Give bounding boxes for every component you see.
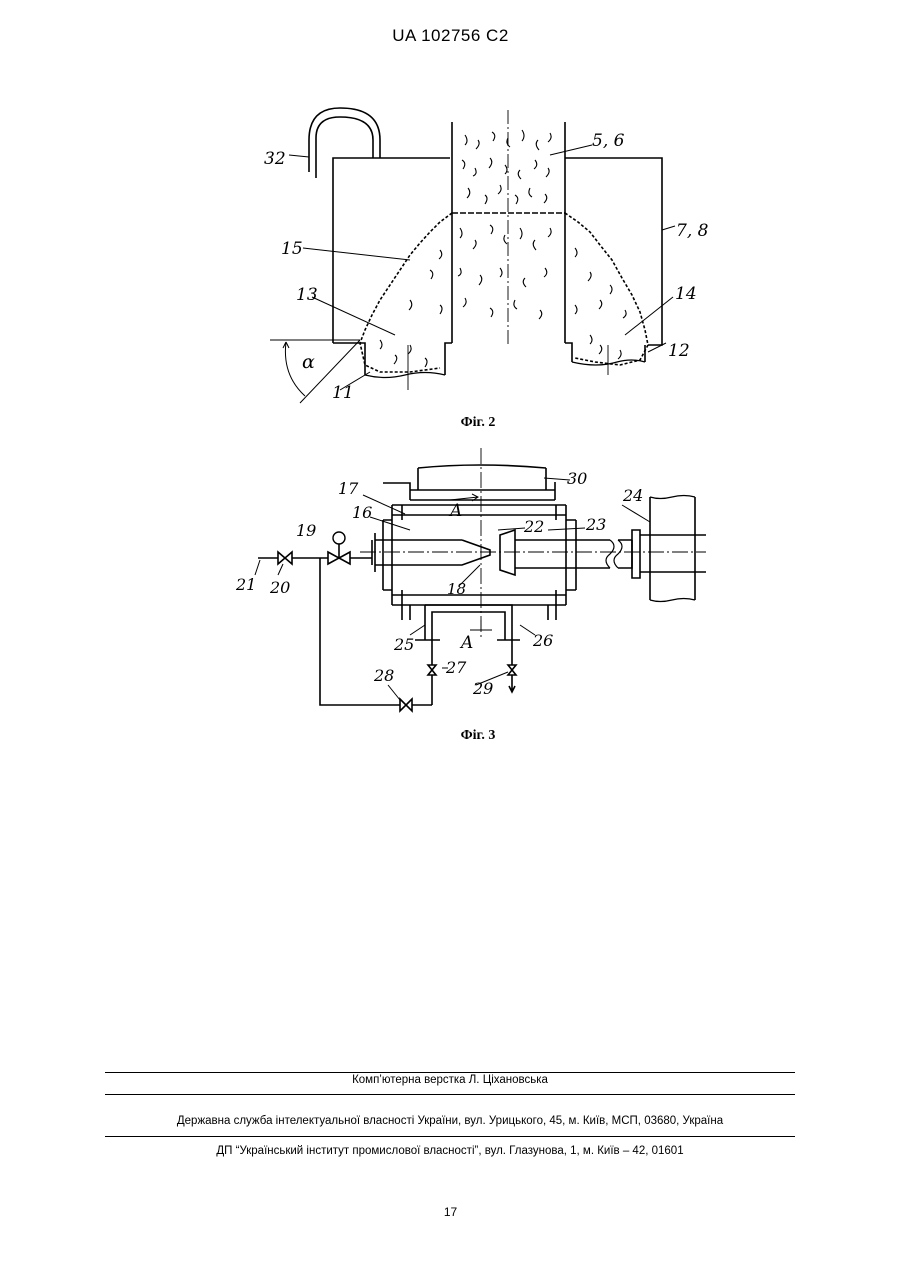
inner-tube-16 [372,533,490,572]
label-21: 21 [235,575,256,594]
figure-3-caption: Фіг. 3 [418,728,538,744]
label-11: 11 [332,383,354,403]
label-13: 13 [296,285,318,305]
label-alpha: α [302,351,315,373]
valve-20 [278,552,292,564]
label-18: 18 [447,580,466,598]
footer-rule-1 [105,1072,795,1073]
label-26: 26 [532,631,553,650]
tube-23 [515,540,610,568]
footer-office: Державна служба інтелектуальної власност… [105,1115,795,1127]
label-5-6: 5, 6 [592,131,625,151]
label-27: 27 [445,658,467,677]
nozzle-22 [500,530,515,575]
label-17: 17 [338,479,359,498]
top-chamber-30 [383,465,555,500]
footer-rule-3 [105,1136,795,1137]
label-22: 22 [523,517,544,536]
column-tube [452,122,565,343]
label-19: 19 [296,521,316,540]
label-30: 30 [567,469,587,488]
label-A-top: A [448,501,462,521]
outlet-pipe-11 [333,343,452,375]
label-28: 28 [373,666,394,685]
figure-2-drawing: 32 5, 6 7, 8 15 13 14 12 11 α [255,105,715,415]
vessel-outline [333,158,662,345]
label-20: 20 [269,578,290,597]
figure-3-drawing: 17 30 A 24 16 19 22 23 21 20 18 25 A 26 … [230,448,720,718]
valve-28 [400,699,412,711]
page-number: 17 [0,1205,901,1219]
footer-institute: ДП “Український інститут промислової вла… [105,1145,795,1157]
label-7-8: 7, 8 [676,221,709,241]
label-29: 29 [472,679,493,698]
footer-typesetting: Комп’ютерна верстка Л. Ціхановська [105,1074,795,1086]
label-15: 15 [281,239,303,259]
label-24: 24 [622,486,643,505]
valve-27 [428,665,436,675]
label-16: 16 [352,503,372,522]
label-25: 25 [393,635,414,654]
label-14: 14 [675,284,697,304]
footer-rule-2 [105,1094,795,1095]
patent-number-header: UA 102756 C2 [0,26,901,46]
gas-pipe-32 [309,108,380,172]
label-A-bottom: A [459,633,473,653]
figure-2-caption: Фіг. 2 [418,415,538,431]
label-23: 23 [585,515,606,534]
label-12: 12 [668,341,690,361]
wall-24 [640,497,706,600]
label-32: 32 [264,149,286,169]
valve-29 [508,665,516,675]
